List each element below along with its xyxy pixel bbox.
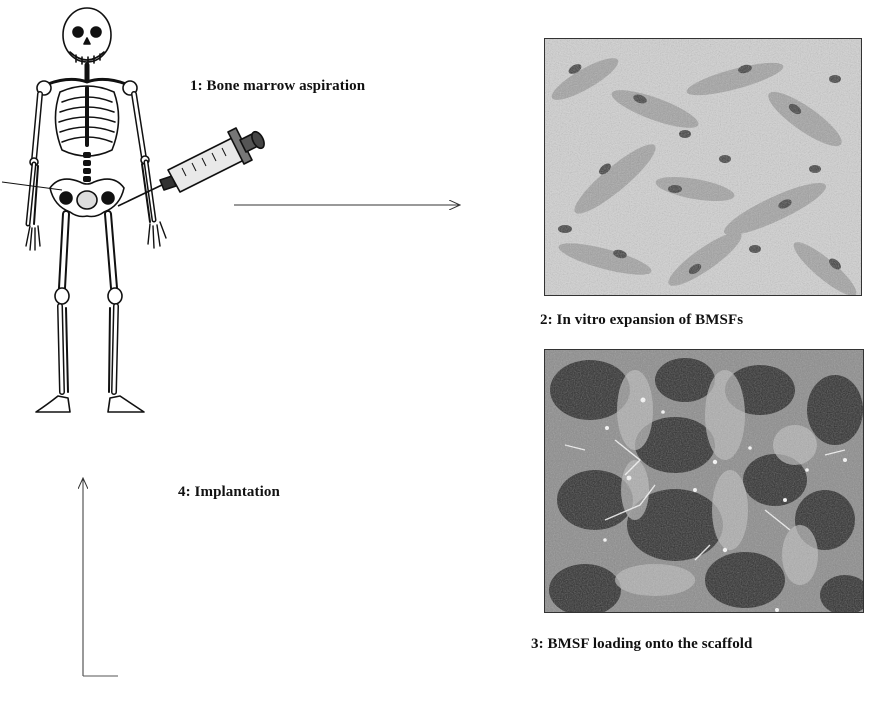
step2-label: 2: In vitro expansion of BMSFs — [540, 312, 743, 329]
scaffold-micrograph — [544, 349, 864, 613]
step3-label: 3: BMSF loading onto the scaffold — [531, 636, 753, 653]
step4-label: 4: Implantation — [178, 484, 280, 501]
skeleton-illustration — [26, 8, 166, 412]
step1-label: 1: Bone marrow aspiration — [190, 78, 365, 95]
cell-culture-micrograph — [544, 38, 862, 296]
